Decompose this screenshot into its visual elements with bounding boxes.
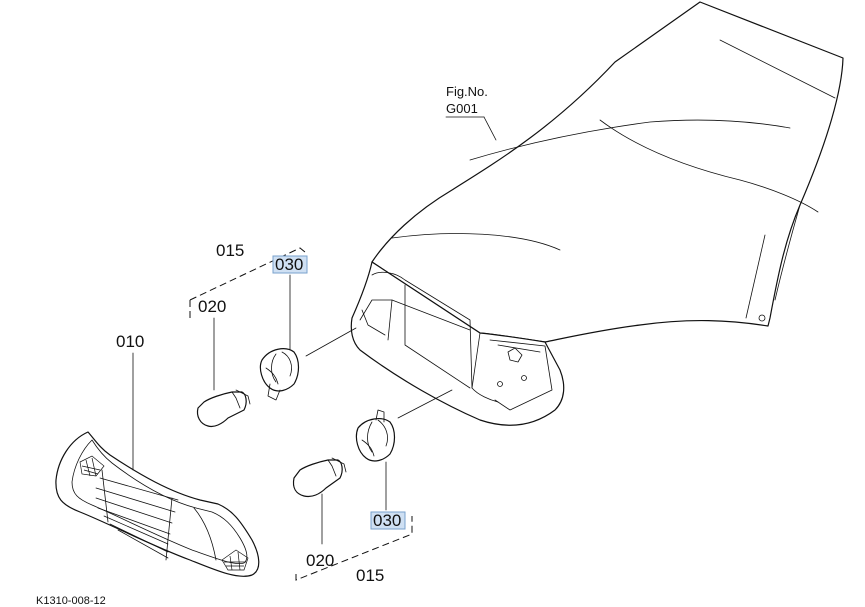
upper-bulb-number: 020 — [198, 297, 226, 316]
lower-assembly-number: 015 — [356, 566, 384, 585]
fig-no-value: G001 — [446, 101, 478, 116]
grille-mesh-right — [221, 549, 249, 571]
grille-callout: 010 — [116, 332, 144, 471]
grille-part-number: 010 — [116, 332, 144, 351]
lower-assembly-callout: 015 — [295, 516, 413, 585]
lower-socket-number: 030 — [373, 511, 401, 530]
grille-mesh-left — [79, 455, 105, 477]
lower-bulb-number: 020 — [306, 551, 334, 570]
upper-socket-number: 030 — [275, 255, 303, 274]
fig-no-callout: Fig.No. G001 — [445, 84, 497, 141]
grille-part — [55, 431, 260, 577]
upper-socket-highlight[interactable]: 030 — [272, 255, 308, 274]
upper-assembly-number: 015 — [216, 241, 244, 260]
drawing-code: K1310-008-12 — [36, 595, 106, 607]
lower-bulb-callout: 020 — [306, 493, 334, 570]
upper-bulb — [196, 389, 251, 428]
upper-bulb-callout: 020 — [198, 297, 226, 391]
hood-drawing — [350, 1, 844, 426]
lower-socket — [355, 409, 396, 462]
lower-bulb — [292, 457, 347, 498]
upper-socket — [259, 348, 300, 401]
upper-assembly-callout: 015 — [189, 241, 306, 318]
lower-socket-highlight[interactable]: 030 — [370, 511, 406, 530]
fig-no-label: Fig.No. — [446, 84, 488, 99]
